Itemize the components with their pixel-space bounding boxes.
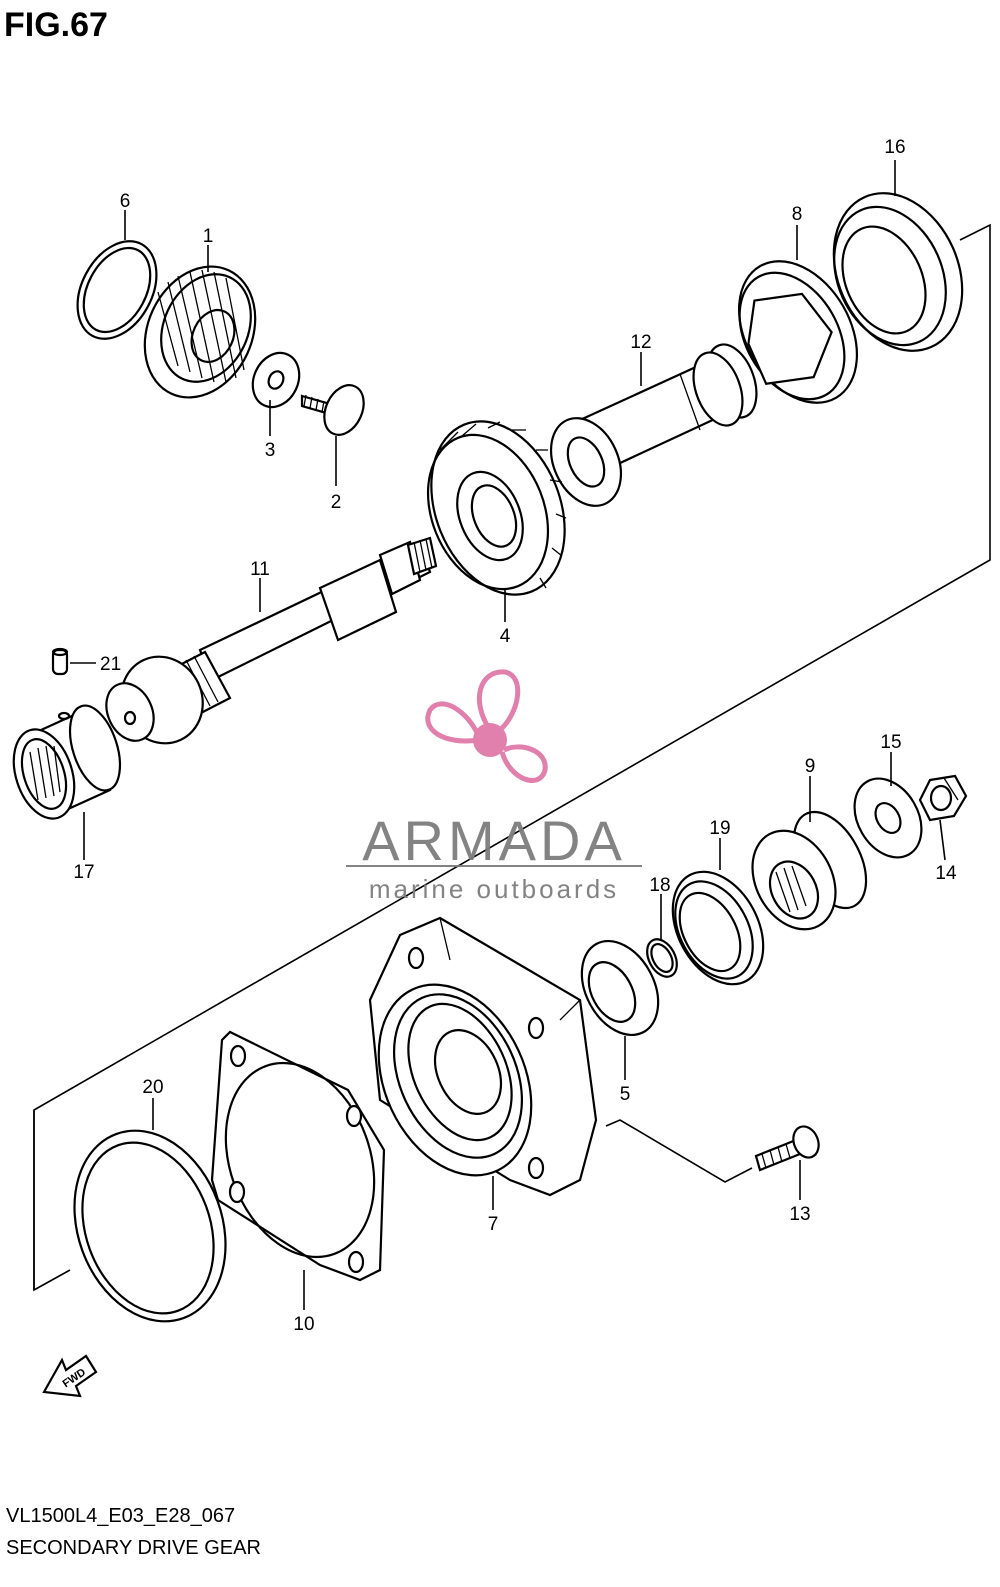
part-21-dowel-pin[interactable] — [51, 647, 69, 676]
callout-1: 1 — [203, 226, 214, 247]
callout-5: 5 — [620, 1084, 631, 1105]
callout-21: 21 — [100, 654, 121, 675]
part-6-o-ring[interactable] — [62, 228, 173, 353]
armada-watermark: ARMADA marine outboards — [346, 669, 642, 904]
callout-18: 18 — [649, 875, 670, 896]
callout-2: 2 — [331, 492, 342, 513]
callout-6: 6 — [120, 191, 131, 212]
part-2-bolt[interactable] — [300, 379, 371, 441]
part-8-bearing-retainer[interactable] — [715, 240, 881, 424]
figure-name: SECONDARY DRIVE GEAR — [6, 1537, 261, 1559]
callout-4: 4 — [500, 626, 511, 647]
part-14-nut[interactable] — [918, 774, 968, 822]
callout-13: 13 — [789, 1204, 810, 1225]
part-4-bevel-gear[interactable] — [406, 401, 589, 614]
part-11-secondary-drive-shaft[interactable] — [97, 536, 438, 757]
assembly-outline — [33, 223, 991, 1292]
leader-lines — [70, 160, 946, 1310]
part-20-o-ring[interactable] — [49, 1109, 251, 1342]
callout-10: 10 — [293, 1314, 314, 1335]
callout-19: 19 — [709, 818, 730, 839]
part-7-gear-housing[interactable] — [349, 916, 598, 1200]
part-13-bolt[interactable] — [605, 1119, 823, 1183]
callout-14: 14 — [935, 863, 957, 884]
callout-9: 9 — [805, 756, 816, 777]
callout-20: 20 — [142, 1077, 163, 1098]
part-10-gasket[interactable] — [200, 1030, 400, 1282]
callout-15: 15 — [880, 732, 901, 753]
callout-7: 7 — [488, 1214, 499, 1235]
callout-11: 11 — [250, 559, 270, 580]
figure-title: FIG.67 — [4, 6, 108, 44]
callout-12: 12 — [630, 332, 651, 353]
part-9-coupling[interactable] — [736, 800, 881, 944]
callout-16: 16 — [884, 137, 905, 158]
part-12-sleeve[interactable] — [538, 338, 766, 517]
callout-numbers: 6 1 3 2 16 8 12 4 11 21 17 15 14 9 19 18… — [73, 137, 957, 1335]
watermark-brand: ARMADA — [362, 809, 626, 872]
part-5-shim[interactable] — [567, 928, 674, 1048]
part-17-needle-bearing[interactable] — [3, 699, 129, 826]
fwd-arrow-icon: FWD — [42, 1354, 98, 1398]
watermark-tagline: marine outboards — [369, 874, 619, 904]
propeller-logo-icon — [425, 669, 548, 783]
part-15-washer[interactable] — [841, 767, 935, 870]
callout-8: 8 — [792, 204, 803, 225]
part-19-oil-seal[interactable] — [655, 856, 782, 1000]
part-18-o-ring[interactable] — [641, 934, 683, 982]
part-1-bevel-gear[interactable] — [124, 248, 276, 415]
part-16-oil-seal[interactable] — [810, 173, 986, 372]
callout-17: 17 — [73, 862, 94, 883]
callout-3: 3 — [265, 440, 276, 461]
figure-code: VL1500L4_E03_E28_067 — [6, 1505, 236, 1527]
part-3-washer[interactable] — [244, 345, 308, 414]
